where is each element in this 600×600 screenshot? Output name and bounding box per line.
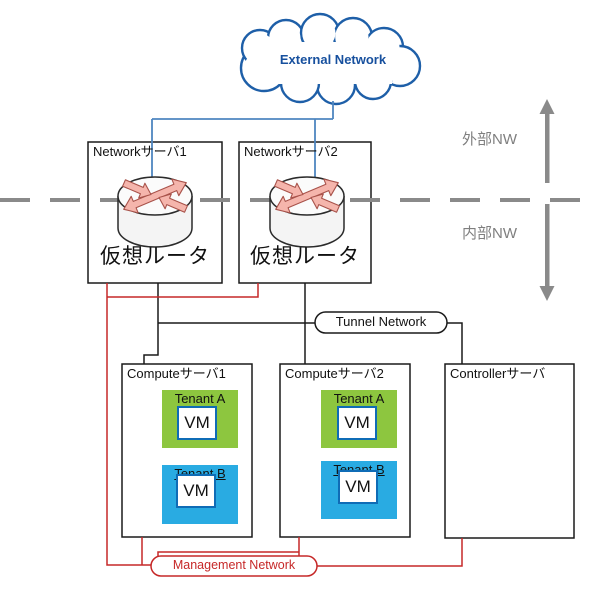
zone-arrows xyxy=(539,99,555,301)
network-server-2-title: Networkサーバ2 xyxy=(244,144,338,159)
tunnel-network-badge xyxy=(314,311,448,334)
controller-server-box xyxy=(444,363,575,539)
router1-management-line xyxy=(106,283,151,566)
virtual-router-1-icon xyxy=(117,176,193,248)
compute-server-2-title: Computeサーバ2 xyxy=(285,366,384,381)
controller-management-line xyxy=(317,538,463,567)
management-network-label: Management Network xyxy=(172,558,296,572)
external-network-label: External Network xyxy=(279,52,387,67)
tenant-name-label: Tenant A xyxy=(174,391,226,406)
virtual-router-1-label: 仮想ルータ xyxy=(100,245,210,268)
zone-arrow-up-icon xyxy=(539,99,555,114)
tunnel-network-lines xyxy=(143,283,463,364)
management-network-lines xyxy=(106,283,463,567)
zone-arrow-up-shaft xyxy=(545,112,550,183)
virtual-router-2-icon xyxy=(269,176,345,248)
zone-arrow-down-icon xyxy=(539,286,555,301)
router2-management-line xyxy=(107,283,259,298)
zone-external-label: 外部NW xyxy=(462,131,517,148)
compute-server-1-title: Computeサーバ1 xyxy=(127,366,226,381)
compute1-tenant-a-vm: VM xyxy=(177,406,217,440)
tenant-name-label: Tenant A xyxy=(333,391,385,406)
management-network-badge xyxy=(150,555,318,577)
tunnel-controller-line xyxy=(447,322,463,364)
zone-arrow-down-shaft xyxy=(545,204,550,288)
compute2-tenant-b-vm: VM xyxy=(338,470,378,504)
compute2-tenant-a-vm: VM xyxy=(337,406,377,440)
router1-compute1-line xyxy=(143,283,159,364)
tunnel-network-label: Tunnel Network xyxy=(335,314,427,329)
zone-internal-label: 内部NW xyxy=(462,225,517,242)
management-top-line xyxy=(157,551,299,556)
controller-server-title: Controllerサーバ xyxy=(450,366,546,381)
external-network-cloud-icon xyxy=(239,12,422,106)
virtual-router-2-label: 仮想ルータ xyxy=(250,245,360,268)
network-server-1-title: Networkサーバ1 xyxy=(93,144,187,159)
compute1-tenant-b-vm: VM xyxy=(176,474,216,508)
